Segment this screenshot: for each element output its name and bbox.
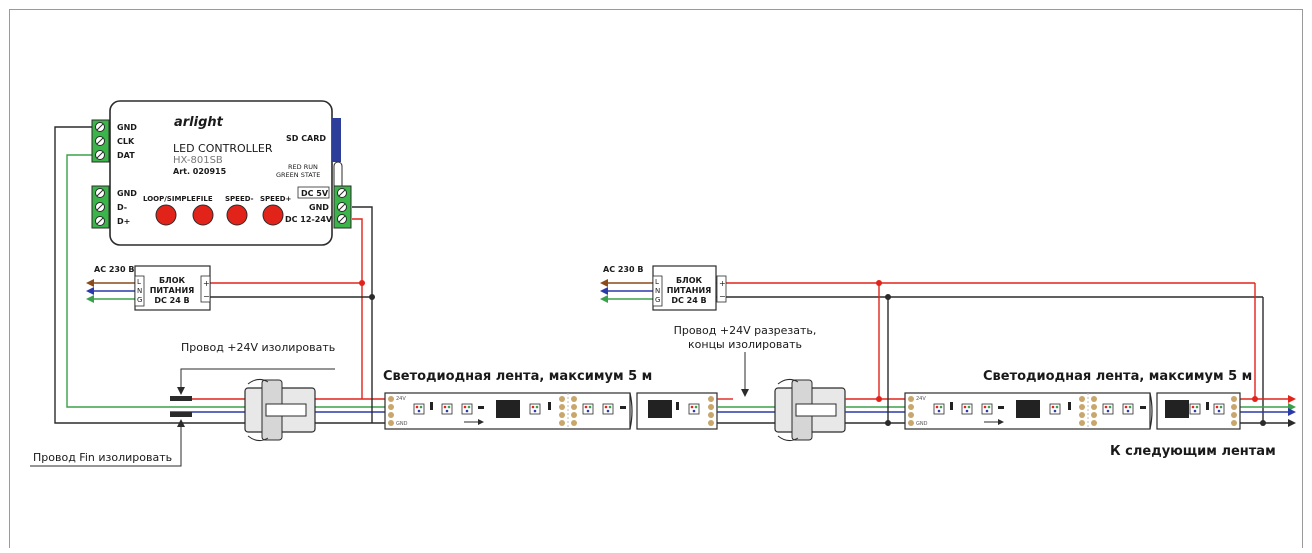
psu-right: AC 230 В L N G + − БЛОК ПИТАНИЯ DC 24 В xyxy=(603,265,727,311)
cut-arrow-head xyxy=(741,389,749,397)
loop-simple-button xyxy=(155,204,177,226)
strip-2-pad-gnd: GND xyxy=(916,421,928,427)
psu-left-line3: DC 24 В xyxy=(154,296,189,305)
connector-right xyxy=(774,378,846,442)
led-controller: arlight LED CONTROLLER HX-801SB Art. 020… xyxy=(91,100,352,246)
pin-gnd-right: GND xyxy=(309,203,329,212)
pin-dat: DAT xyxy=(117,151,135,160)
psu-right-in-g: G xyxy=(655,296,660,304)
psu-left-line1: БЛОК xyxy=(159,276,186,285)
led-strip-1: 24V GND xyxy=(384,392,718,430)
terminal-left-top xyxy=(91,119,110,163)
cut-24v-label-2: концы изолировать xyxy=(688,338,802,351)
psu-right-out-plus: + xyxy=(719,279,726,288)
isolation-marks xyxy=(30,368,335,467)
psu-left-in-n: N xyxy=(137,287,142,295)
right-junctions xyxy=(876,280,1266,426)
status-red-label: RED RUN xyxy=(288,163,318,171)
psu-left-in-g: G xyxy=(137,296,142,304)
button-label-file: FILE xyxy=(196,195,213,203)
terminal-right xyxy=(333,185,352,229)
button-label-speed-plus: SPEED+ xyxy=(260,195,292,203)
out-arrows-right xyxy=(1288,395,1296,427)
strip-2-label: Светодиодная лента, максимум 5 м xyxy=(983,369,1252,384)
left-junctions xyxy=(359,280,375,300)
mid-wires xyxy=(717,398,775,424)
psu-right-ac-label: AC 230 В xyxy=(603,265,643,274)
sd-card-label: SD CARD xyxy=(286,134,326,143)
controller-art: Art. 020915 xyxy=(173,167,227,176)
pin-clk: CLK xyxy=(117,137,135,146)
terminal-left-bottom xyxy=(91,185,110,229)
isolate-24v-label: Провод +24V изолировать xyxy=(181,341,335,354)
psu-left-line2: ПИТАНИЯ xyxy=(150,286,195,295)
pin-dc-12-24v: DC 12-24V xyxy=(285,215,333,224)
controller-title: LED CONTROLLER xyxy=(173,142,273,155)
pin-d-minus: D- xyxy=(117,203,127,212)
next-strips-label: К следующим лентам xyxy=(1110,444,1276,459)
speed-minus-button xyxy=(226,204,248,226)
psu-right-out-minus: − xyxy=(719,292,726,301)
strip-2-pad-24v: 24V xyxy=(916,396,926,402)
psu-right-in-l: L xyxy=(655,278,659,286)
button-label-loop: LOOP/SIMPLE xyxy=(143,195,196,203)
sd-card-slot xyxy=(332,118,341,162)
pin-gnd-1: GND xyxy=(117,123,137,132)
isolate-fin-label: Провод Fin изолировать xyxy=(33,451,172,464)
psu-right-in-n: N xyxy=(655,287,660,295)
file-button xyxy=(192,204,214,226)
brand-logo: arlight xyxy=(174,115,224,130)
psu-left-out-plus: + xyxy=(203,279,210,288)
psu-right-line3: DC 24 В xyxy=(671,296,706,305)
ac-arrows-right xyxy=(600,279,608,303)
left-wires xyxy=(54,126,385,424)
ac-arrows-left xyxy=(86,279,94,303)
pin-d-plus: D+ xyxy=(117,217,130,226)
pin-gnd-2: GND xyxy=(117,189,137,198)
strip-1-pad-gnd: GND xyxy=(396,421,408,427)
led-strip-2: 24V GND xyxy=(904,392,1241,430)
cut-24v-label-1: Провод +24V разрезать, xyxy=(674,324,817,337)
right-wires xyxy=(606,282,1290,424)
psu-left-in-l: L xyxy=(137,278,141,286)
speed-plus-button xyxy=(262,204,284,226)
strip-1-pad-24v: 24V xyxy=(396,396,406,402)
pin-dc5v: DC 5V xyxy=(301,189,329,198)
psu-right-line2: ПИТАНИЯ xyxy=(667,286,712,295)
button-label-speed-minus: SPEED- xyxy=(225,195,254,203)
connector-left xyxy=(244,378,316,442)
status-green-label: GREEN STATE xyxy=(276,171,320,179)
psu-left-ac-label: AC 230 В xyxy=(94,265,134,274)
controller-model: HX-801SB xyxy=(173,155,223,166)
psu-left-out-minus: − xyxy=(203,292,210,301)
psu-right-line1: БЛОК xyxy=(676,276,703,285)
strip-1-label: Светодиодная лента, максимум 5 м xyxy=(383,369,652,384)
psu-left: AC 230 В L N G + − БЛОК ПИТАНИЯ DC 24 В xyxy=(94,265,211,311)
